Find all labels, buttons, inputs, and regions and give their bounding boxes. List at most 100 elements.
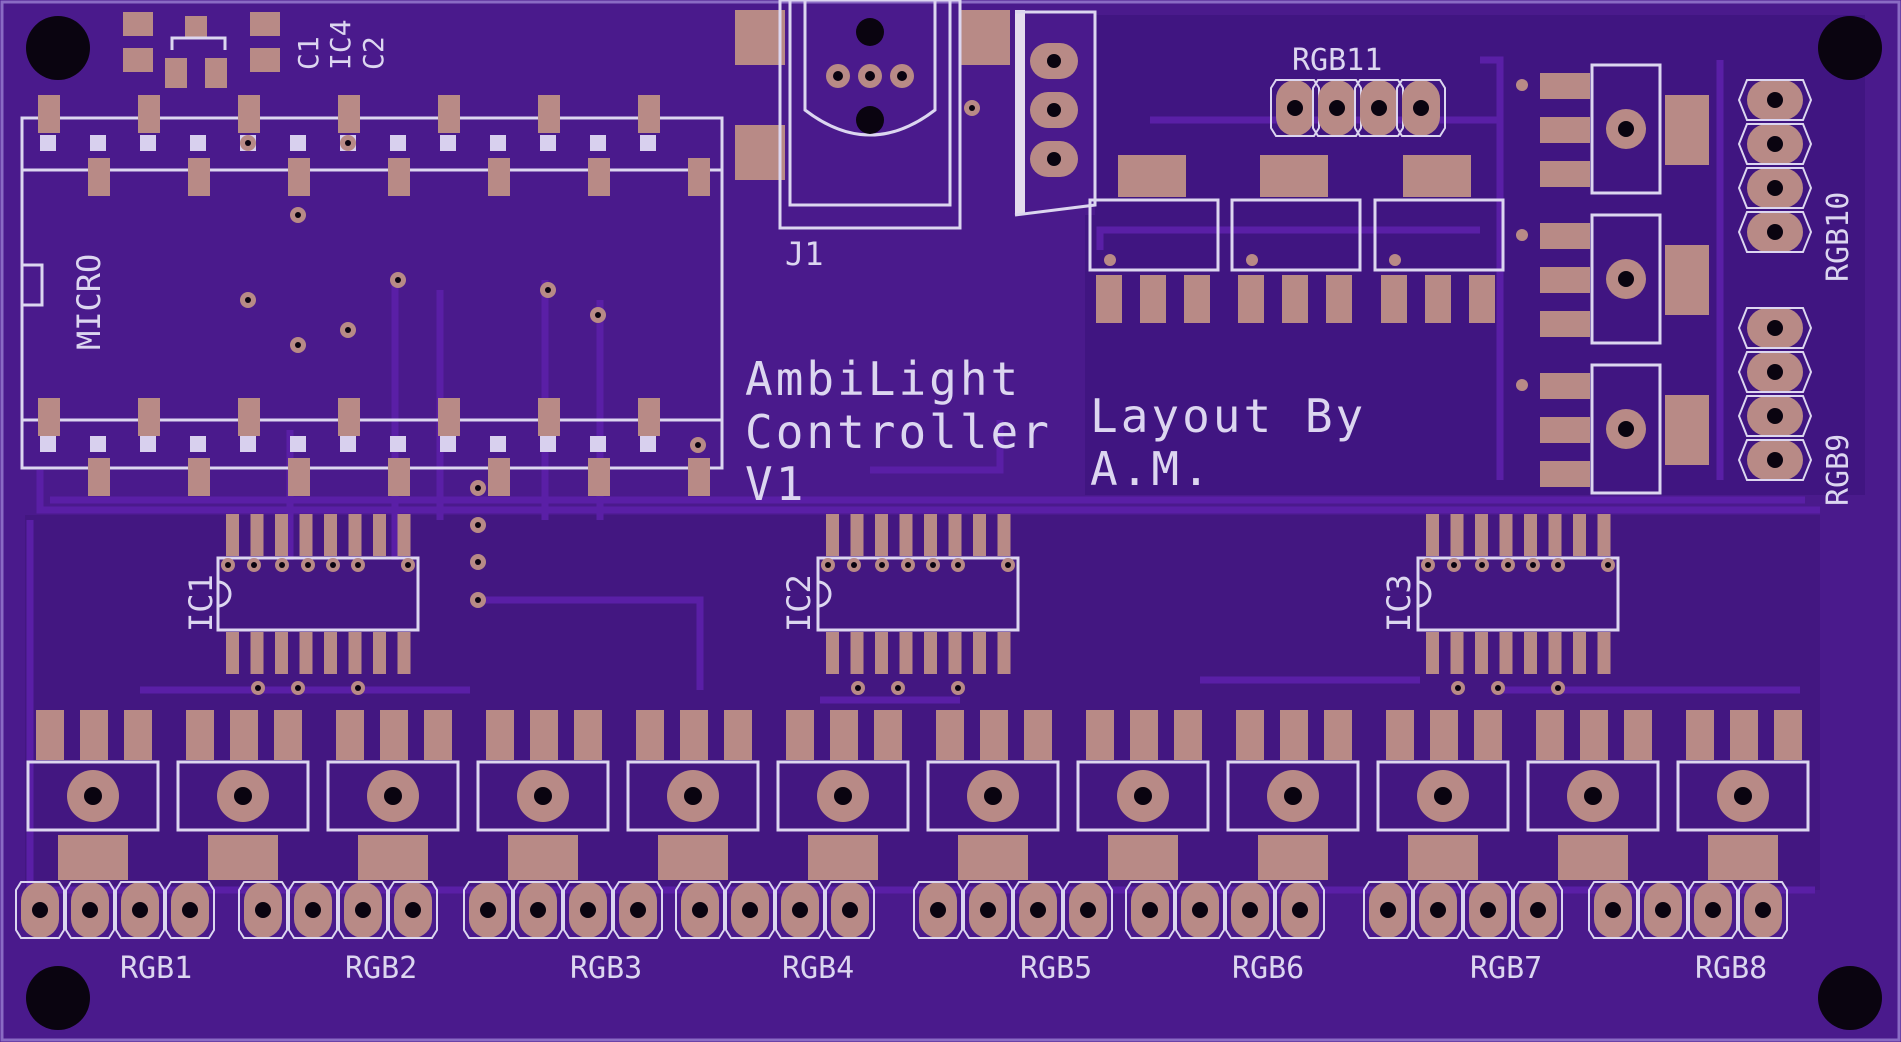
- mosfet-tab: [1258, 835, 1328, 880]
- micro-pad: [238, 95, 260, 133]
- micro-pad: [640, 135, 656, 151]
- mosfet-outline: [926, 760, 1060, 832]
- pin-hole: [1767, 364, 1783, 380]
- via-hole: [251, 562, 257, 568]
- header-outline: [1063, 881, 1113, 939]
- ic-pin: [1426, 632, 1439, 674]
- mosfet-outline: [1590, 363, 1662, 495]
- mosfet-pin: [1474, 710, 1502, 760]
- mosfet-pin: [936, 710, 964, 760]
- right-mosfets: [1516, 63, 1709, 495]
- pin-hole: [1767, 408, 1783, 424]
- mosfet-tab: [808, 835, 878, 880]
- c2-label: C2: [357, 36, 390, 70]
- mosfet-hole: [834, 787, 852, 805]
- rgb9-header: RGB9: [1737, 307, 1856, 506]
- pin-header: [1125, 881, 1325, 939]
- mosfet-pin: [124, 710, 152, 760]
- header-outline: [388, 881, 438, 939]
- pin-hole: [1287, 100, 1303, 116]
- mounting-holes: [26, 16, 1882, 1030]
- mosfet-tab: [58, 835, 128, 880]
- header-outline: [1737, 167, 1813, 209]
- pin-hole: [1292, 902, 1308, 918]
- ic-notch: [217, 580, 232, 608]
- pin-header: [15, 881, 215, 939]
- mosfet-hole: [1284, 787, 1302, 805]
- micro-pad: [388, 458, 410, 496]
- via-hole: [695, 442, 701, 448]
- ic-pin: [973, 514, 986, 556]
- via-hole: [1425, 562, 1431, 568]
- mosfet-outline: [176, 760, 310, 832]
- ic-pin: [275, 514, 288, 556]
- rgb6-label: RGB6: [1232, 951, 1304, 986]
- mosfet-hole: [684, 787, 702, 805]
- title-line3: V1: [745, 457, 806, 511]
- micro-pad: [540, 436, 556, 452]
- via-hole: [1605, 562, 1611, 568]
- via-hole: [825, 562, 831, 568]
- ic-pin: [997, 514, 1011, 556]
- micro-pad: [38, 398, 60, 436]
- micro-pad: [638, 398, 660, 436]
- micro-pad: [190, 436, 206, 452]
- mosfet-pin: [1386, 710, 1414, 760]
- mosfet-hole: [84, 787, 102, 805]
- micro-pad: [440, 135, 456, 151]
- ic-pin: [899, 514, 913, 556]
- mosfet-pin: [1430, 710, 1458, 760]
- mosfet-outline: [1076, 760, 1210, 832]
- copper-trace: [870, 420, 1004, 474]
- mosfet-pin: [36, 710, 64, 760]
- mosfet-pin: [1540, 267, 1590, 293]
- via-hole: [475, 522, 481, 528]
- mosfet-pin: [1540, 161, 1590, 187]
- credit-line2: A.M.: [1090, 442, 1213, 496]
- mosfet-hole: [1584, 787, 1602, 805]
- pin-hole: [1705, 902, 1721, 918]
- pin-header: [913, 881, 1113, 939]
- pin-hole: [792, 902, 808, 918]
- board-title: AmbiLight Controller V1 Layout By A.M.: [745, 352, 1363, 511]
- pin-hole: [1430, 902, 1446, 918]
- header-outline: [15, 881, 65, 939]
- micro-pad: [438, 398, 460, 436]
- ic-pin: [397, 514, 411, 556]
- mosfet-tab: [658, 835, 728, 880]
- mosfet-outline: [1373, 198, 1505, 272]
- mosfet-tab: [1403, 155, 1471, 197]
- header-outline: [1175, 881, 1225, 939]
- title-line2: Controller: [745, 405, 1052, 459]
- via-hole: [855, 685, 861, 691]
- micro-pad: [390, 135, 406, 151]
- micro-pad: [140, 135, 156, 151]
- micro-pad: [290, 135, 306, 151]
- micro-pad: [588, 158, 610, 196]
- header-outline: [825, 881, 875, 939]
- header-outline: [1463, 881, 1513, 939]
- rgb5-label: RGB5: [1020, 951, 1092, 986]
- ic-pin: [1548, 632, 1562, 674]
- mounting-hole: [1818, 966, 1882, 1030]
- pin-hole: [1380, 902, 1396, 918]
- header-outline: [1737, 307, 1813, 349]
- ic-pin: [373, 632, 386, 674]
- via-hole: [279, 562, 285, 568]
- mosfet-hole: [1618, 271, 1634, 287]
- ground-pour-right: [1085, 15, 1865, 495]
- ic-pin: [948, 514, 962, 556]
- via-hole: [895, 685, 901, 691]
- pin-hole: [1767, 452, 1783, 468]
- pin-hole: [1080, 902, 1096, 918]
- header-outline: [775, 881, 825, 939]
- ic-pin: [1573, 632, 1586, 674]
- mosfet-hole: [1618, 421, 1634, 437]
- micro-pad: [590, 135, 606, 151]
- mounting-hole: [1818, 16, 1882, 80]
- mosfet-pin: [874, 710, 902, 760]
- pin-hole: [1192, 902, 1208, 918]
- ic-pin: [226, 514, 239, 556]
- pin-hole: [1242, 902, 1258, 918]
- mosfet-pin: [1326, 275, 1352, 323]
